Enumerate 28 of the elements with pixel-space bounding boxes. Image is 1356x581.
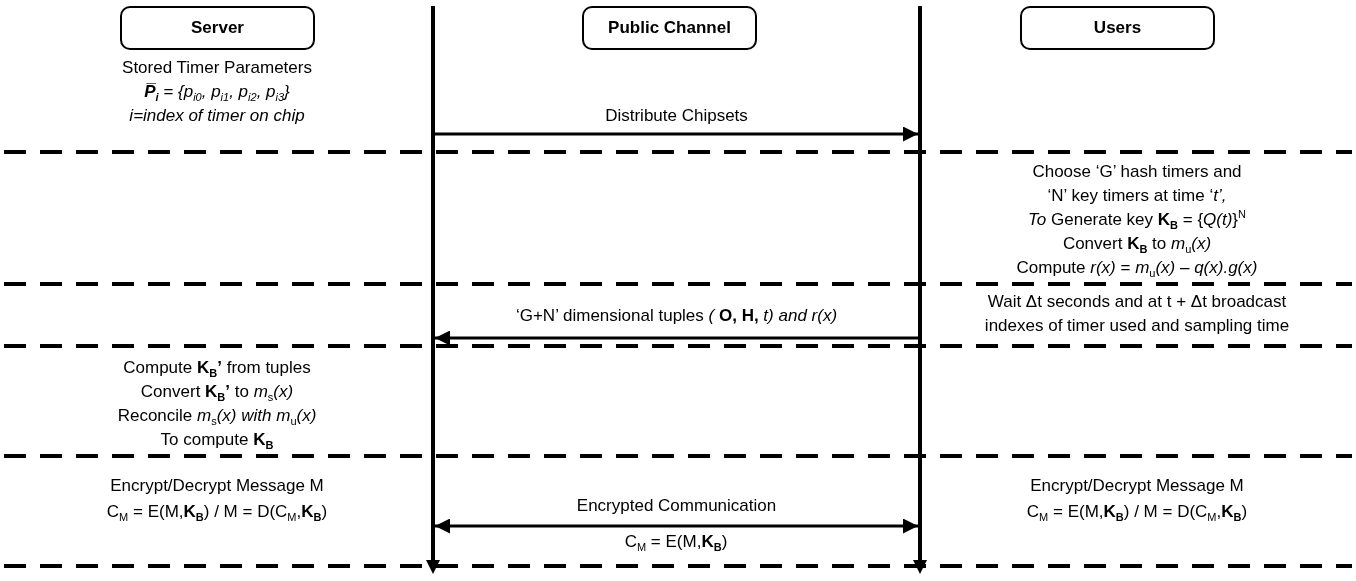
- step-text: Compute K$_{B}$’ from tuples: [123, 357, 311, 380]
- step-text: Choose ‘G’ hash timers and: [1032, 161, 1242, 183]
- step-text: P̅$_{i}$ = {p$_{i0}$, p$_{i1}$, p$_{i2}$, p$_{i3}$}: [144, 81, 290, 104]
- step-text: Convert K$_{B}$ to m$_{u}$(x): [1062, 233, 1212, 256]
- step-text: C$_{M}$ = E(M,K$_{B}$): [624, 531, 728, 554]
- step-text: To Generate key K$_{B}$ = {Q(t)}$^{N}$: [1028, 208, 1246, 232]
- step-text: Compute r(x) = m$_{u}$(x) – q(x).g(x): [1016, 257, 1258, 280]
- step-text: i=index of timer on chip: [129, 105, 305, 127]
- step-text: Reconcile m$_{s}$(x) with m$_{u}$(x): [117, 405, 317, 428]
- participant-box: Public Channel: [582, 6, 757, 50]
- edge-label: Distribute Chipsets: [605, 105, 748, 127]
- step-text: C$_{M}$ = E(M,K$_{B}$) / M = D(C$_{M}$,K$_{B}$): [106, 501, 328, 524]
- edge-label: Encrypted Communication: [576, 495, 777, 517]
- arrow: [435, 330, 918, 346]
- step-text: ‘N’ key timers at time ‘t’,: [1047, 185, 1227, 207]
- step-text: Wait Δt seconds and at t + Δt broadcast: [987, 291, 1287, 313]
- step-text: Encrypt/Decrypt Message M: [110, 475, 324, 497]
- step-text: Stored Timer Parameters: [122, 57, 312, 79]
- arrow: [435, 126, 918, 142]
- participant-box: Server: [120, 6, 315, 50]
- participant-box: Users: [1020, 6, 1215, 50]
- step-text: Encrypt/Decrypt Message M: [1030, 475, 1244, 497]
- step-text: Convert K$_{B}$’ to m$_{s}$(x): [140, 381, 294, 404]
- step-text: indexes of timer used and sampling time: [984, 315, 1290, 337]
- edge-label: ‘G+N’ dimensional tuples ( O, H, t) and r(x): [515, 305, 838, 327]
- step-text: To compute K$_{B}$: [160, 429, 274, 452]
- arrow: [435, 518, 918, 534]
- step-text: C$_{M}$ = E(M,K$_{B}$) / M = D(C$_{M}$,K$_{B}$): [1026, 501, 1248, 524]
